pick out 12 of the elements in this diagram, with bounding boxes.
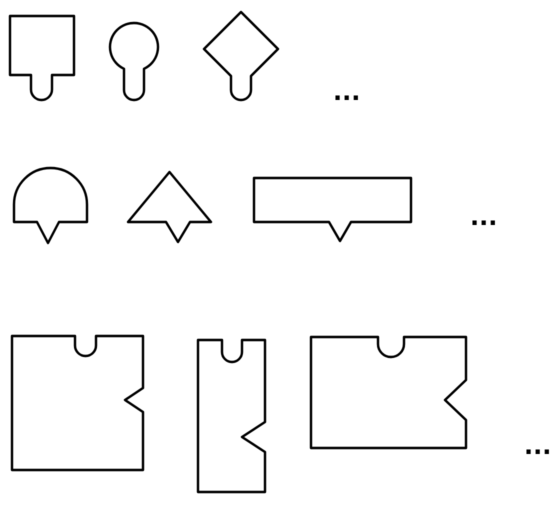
notched-box-shape [252,176,413,243]
ellipsis: ... [333,80,360,104]
notched-box-shape [10,334,145,472]
ellipsis: ... [524,434,552,458]
dome-shape [12,166,89,245]
round-tab-shape [108,21,160,102]
triangle-shape [126,170,213,244]
diamond-tab-shape [202,10,280,102]
notched-bar-shape [196,338,267,494]
ellipsis: ... [470,205,498,229]
notched-box-shape [8,14,76,102]
notched-box-shape [309,335,468,450]
